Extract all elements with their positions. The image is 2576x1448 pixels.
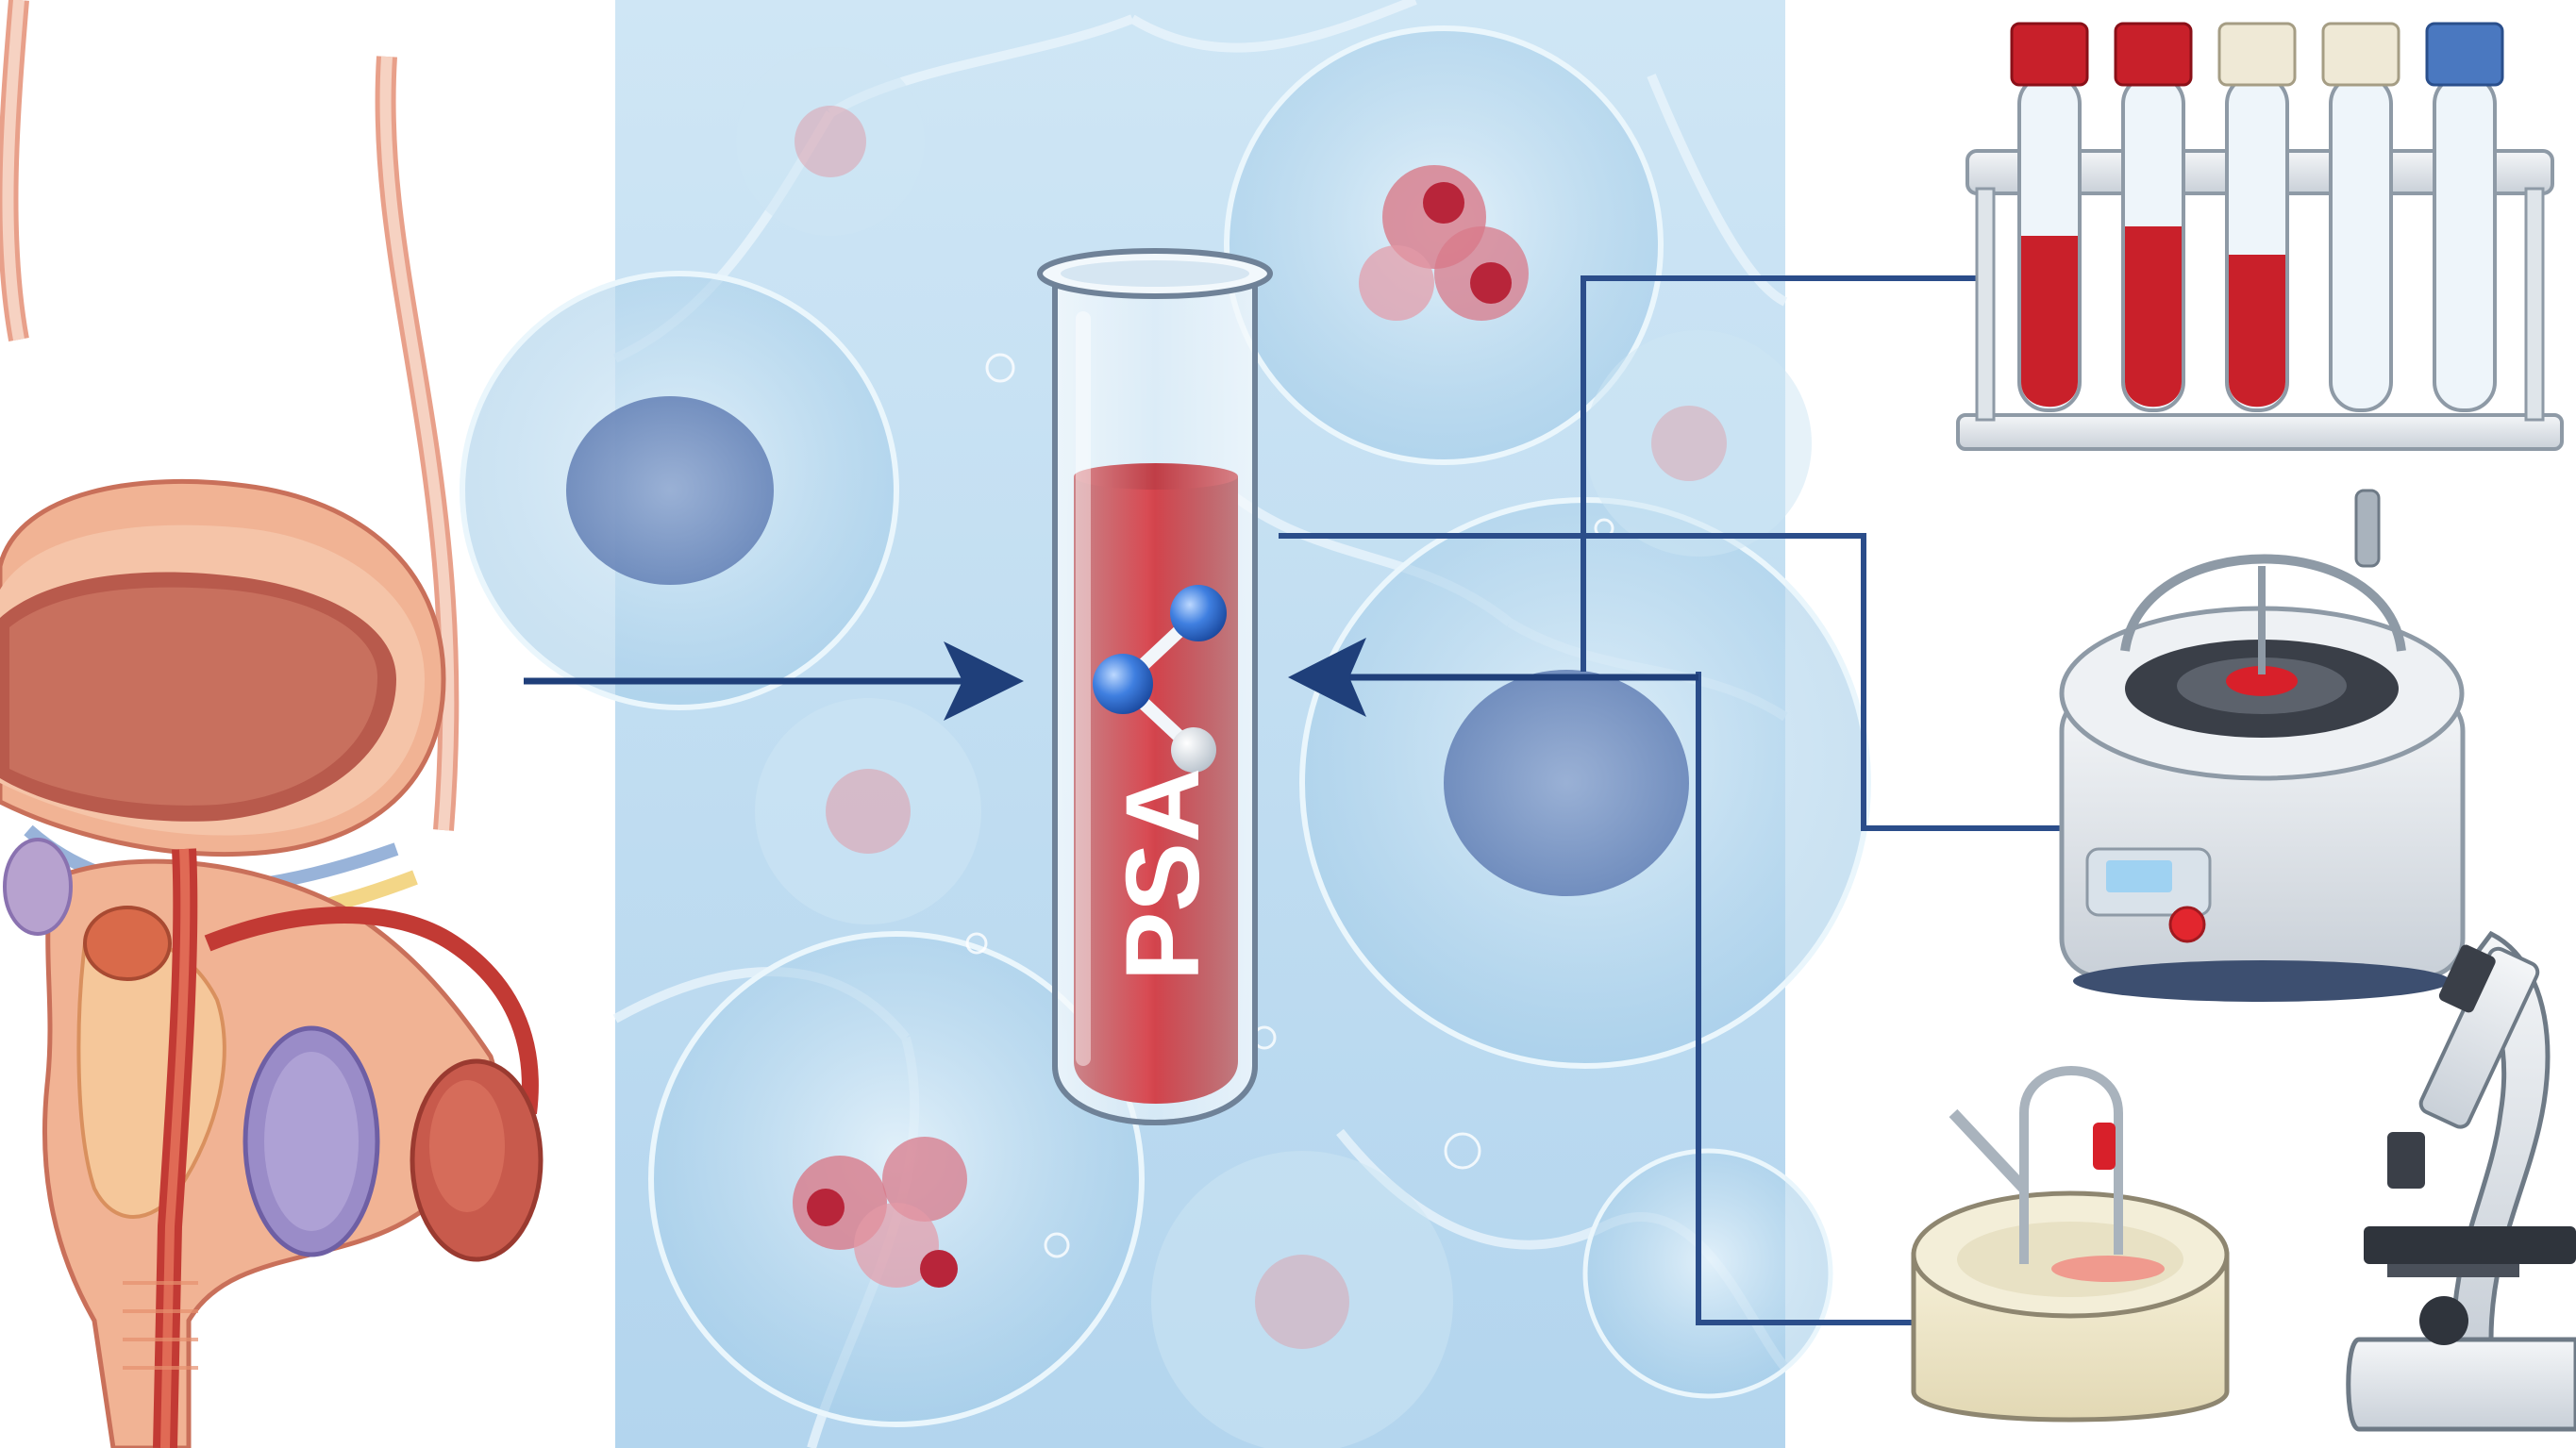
connector-lines [1279,275,2062,1325]
arrow-from-anatomy [524,641,1024,721]
red-nucleus-top [1359,165,1529,321]
microscope-icon [2346,930,2576,1432]
center-cell-background [460,0,1871,1448]
red-nucleus-bottom [793,1137,967,1288]
test-tube-icon: PSA [1037,248,1273,1125]
centrifuge-icon [2059,489,2466,1002]
water-bath-icon [1911,1066,2230,1423]
psa-molecule-icon [1093,585,1227,773]
tube-rack-icon [1956,22,2564,451]
prostate-anatomy-illustration [0,0,544,1448]
arrow-from-lab [1288,638,1698,717]
tube-label: PSA [1105,768,1221,981]
